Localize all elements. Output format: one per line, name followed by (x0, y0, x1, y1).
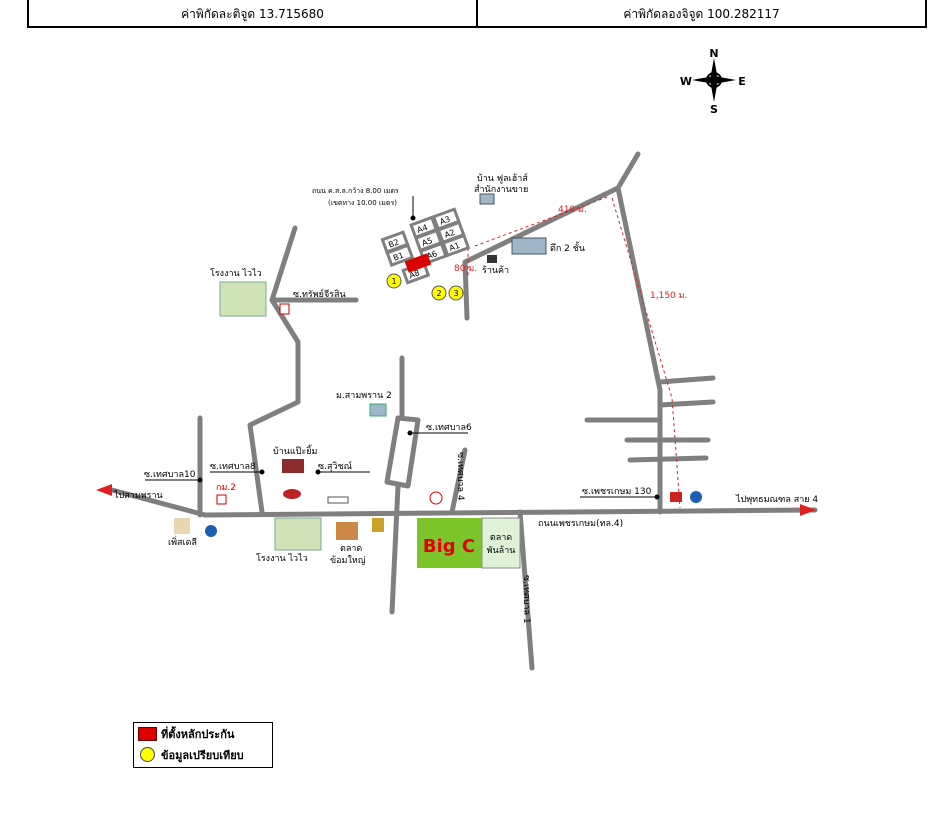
legend-label-comparable: ข้อมูลเปรียบเทียบ (161, 748, 244, 762)
plot-label: A2 (443, 228, 456, 240)
plot-label: B1 (392, 251, 405, 263)
label-shophouse: ตึก 2 ชั้น (550, 241, 585, 254)
label-to-phutthamonthon: ไปพุทธมณฑล สาย 4 (735, 494, 818, 505)
factory-bottom-icon (274, 517, 322, 551)
plot-layout: B2 B1 A4 A5 A6 A3 A2 A1 A8 (380, 207, 471, 285)
road-to-highway (615, 185, 663, 515)
soi-thesaban6-loop (384, 415, 421, 489)
ptt-icon-east (690, 491, 702, 503)
label-km2: กม.2 (216, 483, 236, 493)
nissan-icon (283, 489, 301, 499)
label-soi-sap: ซ.ทรัพย์จีรสิน (293, 288, 346, 300)
distance-lines (467, 195, 681, 509)
soi-thesaban1-road (517, 509, 535, 671)
marker-2: 2 (436, 289, 441, 298)
seven-eleven-icon (279, 303, 290, 315)
longitude-value: ค่าพิกัดลองจิจูด 100.282117 (476, 0, 925, 26)
branch-2 (657, 399, 716, 408)
soi-thesaban6-south (389, 483, 401, 615)
distance-80: 80 ม. (454, 264, 477, 274)
label-market-yai2: ข้อมใหญ่ (330, 555, 366, 566)
plot-label: A3 (438, 215, 451, 227)
compass-w: W (680, 75, 692, 88)
label-shop: ร้านค้า (482, 265, 509, 276)
branch-5 (627, 455, 709, 463)
ban-paeyim-icon (282, 459, 304, 473)
label-soi-thesaban4: ซ.เทศบาล 4 (455, 452, 465, 501)
compass-s: S (710, 103, 718, 116)
collateral-swatch (138, 726, 157, 741)
plot-label: A1 (448, 241, 461, 253)
label-soi-thesaban6: ซ.เทศบาล6 (426, 423, 472, 433)
km2-sign-icon (216, 494, 227, 505)
marker-3: 3 (453, 289, 458, 298)
bangchak-icon (429, 491, 443, 505)
compass-n: N (709, 47, 718, 60)
legend-item-comparable: ข้อมูลเปรียบเทียบ (134, 744, 272, 765)
comparable-swatch (140, 747, 155, 762)
bigc-logo: Big C (423, 536, 475, 557)
road-east (462, 151, 641, 321)
shell-icon (670, 492, 682, 502)
road-nw (247, 225, 301, 515)
label-factory-bottom: โรงงาน ไวไว (256, 553, 308, 564)
plot-label: B2 (387, 238, 400, 250)
plot-label: A5 (421, 236, 434, 248)
market-phanlan-box (481, 517, 521, 569)
label-plus-deli: เพิ่สเดลี (168, 535, 197, 548)
latitude-value: ค่าพิกัดละติจูด 13.715680 (181, 7, 324, 21)
label-moo-sam: ม.สามพราน 2 (336, 391, 392, 401)
collateral-plot (404, 253, 432, 273)
plot-label: A4 (416, 223, 429, 235)
bigc-store (417, 518, 482, 568)
label-soi-thesaban8: ซ.เทศบาล8 (210, 462, 256, 472)
label-ban-paeyim: บ้านแป๊ะยิ้ม (273, 444, 318, 457)
label-road-easement: (เขตทาง 10.00 เมตร) (328, 199, 397, 207)
legend-item-collateral: ที่ตั้งหลักประกัน (134, 723, 272, 744)
compass-e: E (738, 75, 746, 88)
branch-1 (657, 375, 716, 385)
road-network (109, 151, 818, 671)
village-icon (369, 403, 387, 417)
label-factory-top: โรงงาน ไวไว (210, 268, 262, 279)
ptt-icon-west (205, 525, 217, 537)
arrow-west (96, 484, 112, 496)
gold-icon (372, 518, 384, 532)
legend-label-collateral: ที่ตั้งหลักประกัน (161, 727, 235, 741)
label-phetkasem-road: ถนนเพชรเกษม(ทล.4) (538, 519, 623, 529)
shophouse-icon (511, 237, 547, 255)
marker-1: 1 (391, 277, 396, 286)
market-phanlan-label: ตลาด (490, 533, 512, 543)
compass-rose: N S E W (680, 47, 746, 116)
factory-top-icon (219, 281, 267, 317)
label-road-width: ถนน ค.ส.ล.กว้าง 8.00 เมตร (312, 187, 399, 195)
phetkasem-road (109, 487, 818, 518)
coordinate-header: ค่าพิกัดละติจูด 13.715680 ค่าพิกัดลองจิจ… (27, 0, 927, 28)
label-soi-thesaban1: ซ.เทศบาล 1 (521, 575, 531, 624)
label-soi-suwit: ซ.สุวิชณ์ (318, 460, 352, 472)
label-soi-phet130: ซ.เพชรเกษม 130 (582, 487, 652, 497)
label-fullhouse: บ้าน ฟูลเฮ้าส์ (477, 172, 528, 184)
plus-deli-icon (174, 518, 190, 534)
shop-icon (487, 255, 497, 263)
soi-thesaban4-road (449, 447, 468, 515)
sales-office-icon (479, 193, 495, 205)
market-phanlan-label2: พันล้าน (487, 545, 516, 556)
audi-icon (327, 496, 349, 504)
label-to-sampran: ไปสามพราน (113, 490, 163, 501)
label-soi-thesaban10: ซ.เทศบาล10 (144, 470, 196, 480)
label-sales-office: สำนักงานขาย (474, 184, 528, 195)
comparable-markers: 1 2 3 (386, 273, 464, 301)
map-legend: ที่ตั้งหลักประกัน ข้อมูลเปรียบเทียบ (133, 722, 273, 768)
arrow-east (800, 504, 816, 516)
market-yai-icon (336, 522, 358, 540)
distance-1150: 1,150 ม. (650, 291, 687, 301)
label-market-yai: ตลาด (340, 544, 362, 554)
distance-410: 410 ม. (558, 205, 587, 215)
